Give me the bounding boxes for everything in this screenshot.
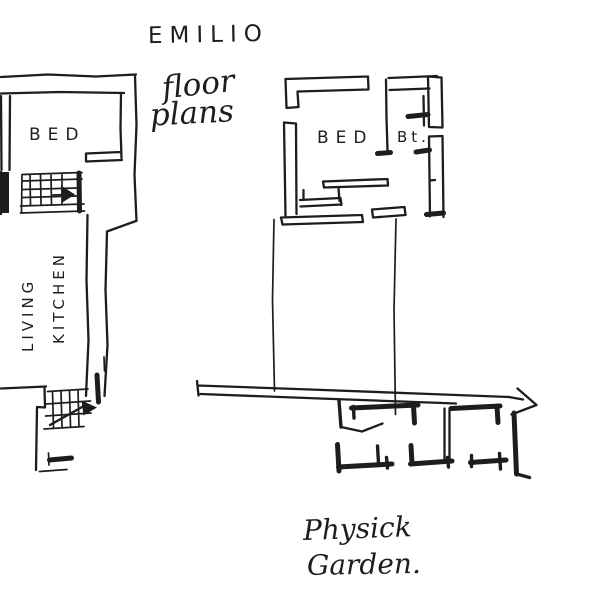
garden-path-arrow-icon [507,387,538,416]
caption-line1: Physick [301,510,412,547]
left-plan: BED LIVING KITCHEN [0,73,138,473]
right-plan-thick-walls [375,112,446,217]
garden-structures-thin [339,407,451,463]
garden-structures-medium [337,398,532,480]
stair-upper [19,171,86,214]
left-plan-living-label: LIVING [19,278,37,352]
title-script-floor: floor [158,63,238,107]
left-plan-bed-label: BED [29,125,86,145]
title-text: EMILIO [148,21,269,49]
stair-upper-arrow-icon [61,185,75,203]
title-script-plans: plans [149,93,235,133]
stair-lower-arrow-tail [48,405,85,427]
right-plan: BED Bt. [279,74,446,226]
right-plan-bed-label: BED [317,128,374,148]
garden-path-lines [195,379,511,405]
caption-line2: Garden. [307,547,421,582]
stair-lower [43,388,97,430]
caption-block: Physick Garden. [301,510,421,582]
garden-structures-thick [335,402,519,477]
left-plan-minor-lines [38,356,106,473]
left-wall-solid-block [0,172,9,213]
left-plan-walls [0,73,138,472]
stair-lower-arrow-icon [81,400,97,416]
garden [195,218,538,480]
left-plan-kitchen-label: KITCHEN [50,251,68,344]
stair-upper-hatch [19,171,86,214]
title-block: EMILIO floor plans [148,21,269,134]
right-plan-bath-label: Bt. [397,128,430,146]
right-plan-walls [279,74,445,226]
garden-plot-outline [271,218,397,416]
